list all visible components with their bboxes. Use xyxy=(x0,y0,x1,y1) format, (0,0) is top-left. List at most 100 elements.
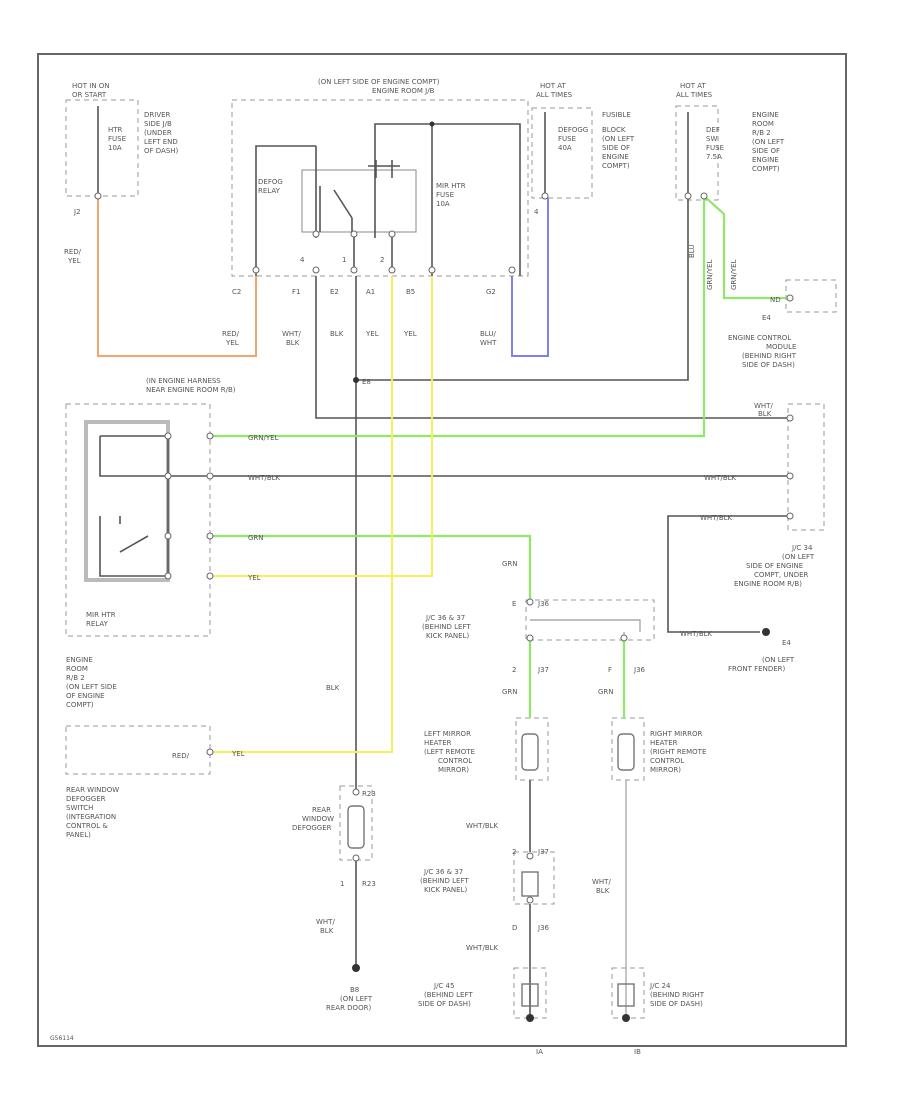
pin-1: 1 xyxy=(342,256,346,264)
w-grn-h: GRN xyxy=(248,534,264,542)
jc24-3: SIDE OF DASH) xyxy=(650,1000,703,1008)
w-blk-1: BLK xyxy=(330,330,344,338)
ecm-3: (BEHIND RIGHT xyxy=(742,352,797,360)
w-wht-blk-bot-b: BLK xyxy=(320,927,334,935)
e4g-1: E4 xyxy=(782,639,791,647)
diagram-frame xyxy=(37,53,847,1047)
erb2-3: R/B 2 xyxy=(752,129,771,137)
pin-4: 4 xyxy=(300,256,305,264)
w-wht-r1b: BLK xyxy=(758,410,772,418)
jc34-4: COMPT, UNDER xyxy=(754,571,809,579)
jc34-5: ENGINE ROOM R/B) xyxy=(734,580,802,588)
w-yel-2: YEL xyxy=(403,330,417,338)
driver-side-jb-box xyxy=(65,99,139,197)
jc-top-p2: F xyxy=(608,666,612,674)
mir-htr-relay-inner xyxy=(84,420,170,582)
defog-relay-1: DEFOG xyxy=(258,178,283,186)
jc45-3: SIDE OF DASH) xyxy=(418,1000,471,1008)
w-grn-v: GRN xyxy=(502,560,518,568)
mir-relay-1: MIR HTR xyxy=(86,611,116,619)
rwd-1: REAR xyxy=(312,806,331,814)
dashed-boxes xyxy=(65,99,837,1019)
jc36-37b-2: (BEHIND LEFT xyxy=(420,877,469,885)
w-red-yel-2a: RED/ xyxy=(222,330,240,338)
red-yel-wire xyxy=(97,196,257,357)
jc36-37b-c: J37 xyxy=(537,848,549,856)
hvac-fuse-2: FUSE xyxy=(108,135,126,143)
w-wht-blk-g: WHT/BLK xyxy=(680,630,713,638)
w-red-yel-1b: YEL xyxy=(67,257,81,265)
w-wht-blk-lowl: WHT/BLK xyxy=(466,944,499,952)
w-wht-blk-h2: WHT/BLK xyxy=(704,474,737,482)
rwd-2: WINDOW xyxy=(302,815,334,823)
conn-g2: G2 xyxy=(486,288,496,296)
w-wht-blk-bot-a: WHT/ xyxy=(316,918,335,926)
rwds-6: PANEL) xyxy=(66,831,91,839)
blu-wht-wire xyxy=(511,198,549,357)
ground-ib: IB xyxy=(634,1048,641,1056)
yel-wire-switch xyxy=(210,276,393,753)
w-wht-blk-low2a: WHT/ xyxy=(592,878,611,886)
fusible-8: ENGINE xyxy=(602,153,629,161)
driver-side-4: LEFT END xyxy=(144,138,178,146)
lmh-2: HEATER xyxy=(424,739,452,747)
hot-at-2-label: HOT AT xyxy=(680,82,707,90)
ecm-connector-box xyxy=(785,279,837,313)
black-wires xyxy=(97,106,790,1018)
driver-side-5: OF DASH) xyxy=(144,147,179,155)
rmh-2: HEATER xyxy=(650,739,678,747)
ground-ia: IA xyxy=(536,1048,543,1056)
mir-relay-2: RELAY xyxy=(86,620,109,628)
rmh-4: CONTROL xyxy=(650,757,684,765)
harness-1: (IN ENGINE HARNESS xyxy=(146,377,221,385)
w-grn-yel-v1: GRN/YEL xyxy=(706,259,714,290)
jc-top-2: (BEHIND LEFT xyxy=(422,623,471,631)
ground-b8-1: B8 xyxy=(350,986,359,994)
splice-label: E8 xyxy=(362,378,371,386)
erb2b-6: COMPT) xyxy=(66,701,94,709)
ecm-2: MODULE xyxy=(766,343,796,351)
e4-pin: ND xyxy=(770,296,781,304)
ecm-4: SIDE OF DASH) xyxy=(742,361,795,369)
rmh-5: MIRROR) xyxy=(650,766,681,774)
w-wht-blk-r: WHT/BLK xyxy=(700,514,733,522)
jc34-2: (ON LEFT xyxy=(782,553,815,561)
w-grn-r: GRN xyxy=(598,688,614,696)
lmh-4: CONTROL xyxy=(438,757,472,765)
fusible-9: COMPT) xyxy=(602,162,630,170)
w-wht-blk-1b: BLK xyxy=(286,339,300,347)
splice-dots xyxy=(352,121,770,1022)
jc-top-1: J/C 36 & 37 xyxy=(425,614,465,622)
conn-c2: C2 xyxy=(232,288,241,296)
erb2-2: ROOM xyxy=(752,120,774,128)
conn-f1: F1 xyxy=(292,288,300,296)
jb-title-2: ENGINE ROOM J/B xyxy=(372,87,435,95)
pin-2: 2 xyxy=(380,256,384,264)
erb2b-1: ENGINE xyxy=(66,656,93,664)
right-mirror-box xyxy=(611,717,645,781)
w-yel-h: YEL xyxy=(247,574,261,582)
mir-htr-fuse-3: 10A xyxy=(436,200,450,208)
erb2b-4: (ON LEFT SIDE xyxy=(66,683,117,691)
yel-wire-mir xyxy=(210,276,433,577)
jc-top-box xyxy=(525,599,655,641)
defog-relay-2: RELAY xyxy=(258,187,281,195)
w-red-blk: RED/ xyxy=(172,752,190,760)
jc-bottom-box xyxy=(513,851,555,905)
labels: HOT IN ON OR START HOT AT ALL TIMES HOT … xyxy=(50,78,815,1056)
pin-4b: 4 xyxy=(534,208,539,216)
e4-conn: E4 xyxy=(762,314,771,322)
or-start-label: OR START xyxy=(72,91,107,99)
fusible-1: FUSIBLE xyxy=(602,111,631,119)
jc-top-p1: 2 xyxy=(512,666,516,674)
rwds-3: SWITCH xyxy=(66,804,93,812)
w-red-yel-1a: RED/ xyxy=(64,248,82,256)
conn-b5: B5 xyxy=(406,288,415,296)
erb2-7: COMPT) xyxy=(752,165,780,173)
w-red-yel-2b: YEL xyxy=(225,339,239,347)
w-blu-vert: BLU xyxy=(688,245,696,258)
w-wht-blk-h1: WHT/BLK xyxy=(248,474,281,482)
w-grn-yel-v2: GRN/YEL xyxy=(730,259,738,290)
erb2b-5: OF ENGINE xyxy=(66,692,105,700)
